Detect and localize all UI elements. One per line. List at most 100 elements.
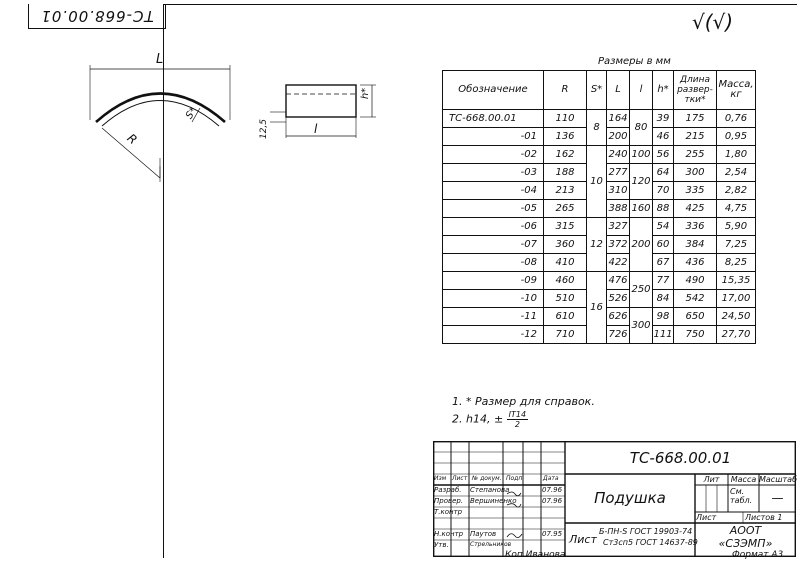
table-row: -06 315 12 327 200 54 336 5,90 (442, 217, 756, 272)
cell: 110 (543, 109, 587, 128)
cell: 490 (673, 271, 717, 290)
title-mass-value: См. табл. (730, 487, 753, 505)
cell: 5,90 (716, 217, 756, 236)
cell: 111 (652, 325, 674, 344)
cell: ТС-668.00.01 (442, 109, 544, 128)
table-row: ТС-668.00.01 110 8 164 80 39 175 0,76 (442, 109, 756, 146)
cell: 7,25 (716, 235, 756, 254)
cell: 300 (629, 307, 653, 344)
title-sheets-label: Листов 1 (745, 513, 783, 522)
cell: 84 (652, 289, 674, 308)
cell: 136 (543, 127, 587, 146)
date-prover: 07.96 (542, 497, 563, 505)
col-header: Длина развер-тки* (673, 70, 717, 110)
cell: 425 (673, 199, 717, 218)
cell: 626 (606, 307, 630, 326)
cell: -11 (442, 307, 544, 326)
cell: 17,00 (716, 289, 756, 308)
part-drawing (89, 65, 376, 182)
title-material-1: Б-ПН-S ГОСТ 19903-74 (599, 527, 693, 536)
cell: 360 (543, 235, 587, 254)
cell: 64 (652, 163, 674, 182)
rotated-stamp: ТС-668.00.01 (28, 4, 166, 29)
cell: 162 (543, 145, 587, 164)
cell: 710 (543, 325, 587, 344)
cell: -03 (442, 163, 544, 182)
cell: -09 (442, 271, 544, 290)
cell: 277 (606, 163, 630, 182)
col-header: R (543, 70, 587, 110)
cell: 310 (606, 181, 630, 200)
cell: 335 (673, 181, 717, 200)
date-nkontr: 07.95 (542, 530, 563, 538)
cell: 650 (673, 307, 717, 326)
cell: -02 (442, 145, 544, 164)
col-header: S* (586, 70, 607, 110)
cell: 10 (586, 145, 607, 218)
table-row: -10 510 526 84 542 17,00 (442, 289, 756, 308)
title-material-label: Лист (569, 533, 597, 546)
cell: 98 (652, 307, 674, 326)
cell: 372 (606, 235, 630, 254)
cell: 327 (606, 217, 630, 236)
cell: 175 (673, 109, 717, 128)
cell: 213 (543, 181, 587, 200)
sheet-format: Формат А3 (732, 550, 784, 560)
cell: 460 (543, 271, 587, 290)
cell: -04 (442, 181, 544, 200)
copied-by: Коп Иванова (505, 550, 566, 560)
cell: -08 (442, 253, 544, 272)
name-nkontr: Паутов (470, 530, 497, 538)
cell: 39 (652, 109, 674, 128)
cell: 2,82 (716, 181, 756, 200)
cell: 240 (606, 145, 630, 164)
col-header: L (606, 70, 630, 110)
cell: 24,50 (716, 307, 756, 326)
date-razrab: 07.96 (542, 486, 563, 494)
cell: 120 (629, 163, 653, 200)
cell: 610 (543, 307, 587, 326)
cell: 12 (586, 217, 607, 272)
cell: 4,75 (716, 199, 756, 218)
cell: 88 (652, 199, 674, 218)
cell: -07 (442, 235, 544, 254)
table-row: -01 136 200 46 215 0,95 (442, 127, 756, 146)
title-scale-value: — (771, 491, 784, 505)
technical-notes: 1. * Размер для справок. 2. h14, ± IT14 … (452, 393, 595, 429)
table-row: -12 710 726 111 750 27,70 (442, 325, 756, 344)
cell: 422 (606, 253, 630, 272)
row-utv: Утв. (434, 541, 449, 549)
table-units-caption: Размеры в мм (598, 56, 671, 67)
hdr-list: Лист (452, 475, 468, 482)
row-tkontr: Т.контр (434, 508, 463, 516)
title-scale-label: Масштаб (759, 475, 798, 484)
cell: 56 (652, 145, 674, 164)
cell: 8 (586, 109, 607, 146)
cell: 726 (606, 325, 630, 344)
cell: 384 (673, 235, 717, 254)
dim-125-label: 12,5 (259, 118, 270, 140)
cell: 410 (543, 253, 587, 272)
cell: 336 (673, 217, 717, 236)
hdr-izm: Изм (434, 475, 447, 482)
title-org-1: АООТ (729, 524, 762, 537)
cell: -06 (442, 217, 544, 236)
hdr-date: Дата (543, 475, 559, 482)
cell: 60 (652, 235, 674, 254)
title-sheet-label: Лист (696, 513, 717, 522)
title-part-name: Подушка (594, 489, 666, 507)
cell: 250 (629, 271, 653, 308)
title-material-2: Ст3сп5 ГОСТ 14637-89 (603, 538, 698, 547)
cell: 300 (673, 163, 717, 182)
row-prover: Провер. (434, 497, 464, 505)
fraction-numerator: IT14 (506, 410, 529, 420)
cell: 0,76 (716, 109, 756, 128)
fraction-denominator: 2 (514, 420, 520, 429)
title-block: ТС-668.00.01 Подушка Лит Масса Масштаб С… (433, 441, 798, 557)
note-2-fraction: IT14 2 (506, 410, 529, 429)
name-utv: Стрельников (470, 541, 512, 548)
cell: 160 (629, 199, 653, 218)
cell: 8,25 (716, 253, 756, 272)
cell: -10 (442, 289, 544, 308)
cell: 15,35 (716, 271, 756, 290)
